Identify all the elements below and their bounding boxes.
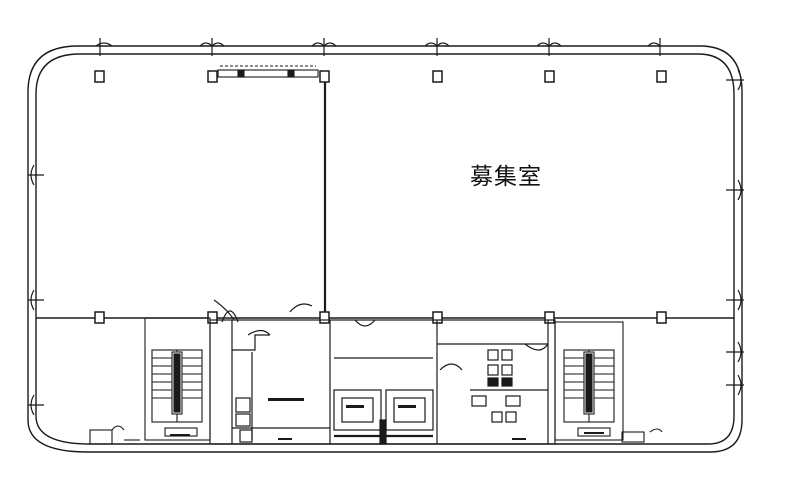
outer-wall xyxy=(27,45,743,453)
ceiling-fixture xyxy=(217,65,319,78)
core-rooms xyxy=(209,310,556,445)
wall-ticks xyxy=(28,38,744,416)
stair-right xyxy=(554,321,624,441)
columns-middle xyxy=(94,311,667,324)
lower-left-details xyxy=(89,299,663,445)
room-label: 募集室 xyxy=(470,164,542,190)
inner-wall xyxy=(35,53,735,445)
stair-left xyxy=(144,317,211,441)
core-tiny-labels xyxy=(170,398,604,440)
columns-top xyxy=(94,70,667,83)
